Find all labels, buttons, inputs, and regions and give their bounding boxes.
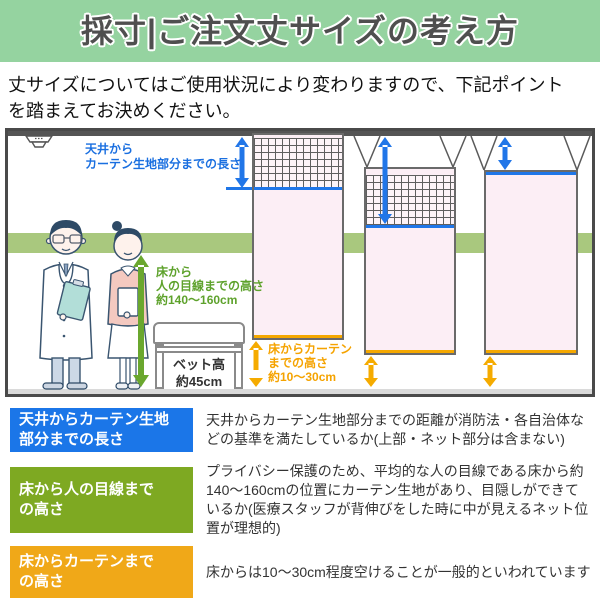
curtain-hung-with-net	[364, 167, 456, 355]
bed-height-line-1: ベット高	[172, 357, 225, 372]
eye-height-measure-label: 床から 人の目線までの高さ 約140〜160cm	[156, 265, 264, 307]
floor-gap-line-3: 約10〜30cm	[268, 370, 337, 384]
point-row-ceiling-length: 天井からカーテン生地 部分までの長さ 天井からカーテン生地部分までの距離が消防法…	[10, 408, 591, 452]
eye-height-line-2: 人の目線までの高さ	[156, 279, 265, 293]
point-label-line: 部分までの長さ	[19, 431, 125, 448]
point-row-floor-gap: 床からカーテンまで の高さ 床からは10〜30cm程度空けることが一般的といわれ…	[10, 546, 591, 598]
bed-leg-left	[155, 344, 164, 389]
curtain-hanger-lines	[353, 135, 591, 171]
nurse-figure	[107, 221, 149, 390]
clipboard	[56, 279, 91, 321]
floor-strip	[8, 389, 592, 394]
floor-gap-arrow-1	[249, 341, 263, 387]
bed-leg-right	[234, 344, 243, 389]
curtain-fabric-section	[486, 175, 576, 350]
points-list: 天井からカーテン生地 部分までの長さ 天井からカーテン生地部分までの距離が消防法…	[10, 408, 591, 598]
floor-gap-line-1: 床からカーテン	[268, 342, 353, 356]
point-label-ceiling-length: 天井からカーテン生地 部分までの長さ	[10, 408, 193, 452]
intro-line-1: 丈サイズについてはご使用状況により変わりますので、下記ポイント	[8, 75, 564, 95]
floor-gap-arrow-2	[364, 356, 378, 387]
doctor-nurse-illustration	[39, 220, 149, 390]
floor-gap-arrow-3	[483, 356, 497, 387]
net-bottom-reference-line	[226, 187, 252, 190]
eye-height-line-3: 約140〜160cm	[156, 293, 238, 307]
eye-height-line-1: 床から	[156, 265, 193, 279]
curtain-bottom-edge	[366, 350, 454, 353]
curtain-net-section	[254, 138, 342, 190]
curtain-hung-without-net	[484, 170, 578, 355]
point-label-line: 床から人の目線まで	[19, 481, 155, 498]
bed-seat	[153, 322, 245, 344]
ceiling-measure-line-2: カーテン生地部分までの長さ	[85, 157, 242, 171]
intro-text: 丈サイズについてはご使用状況により変わりますので、下記ポイント を踏まえてお決め…	[8, 72, 594, 124]
bed-height-label: ベット高 約45cm	[153, 356, 245, 390]
smoke-detector-icon	[24, 135, 54, 148]
curtain-fabric-section	[254, 190, 342, 335]
point-description: 床からは10〜30cm程度空けることが一般的といわれています	[206, 563, 591, 580]
curtain-bottom-edge	[254, 335, 342, 338]
curtain-top-edge	[486, 172, 576, 175]
floor-gap-line-2: までの高さ	[268, 356, 329, 370]
curtain-bottom-edge	[486, 350, 576, 353]
bed-crossbar	[155, 346, 243, 353]
page-title: 採寸|ご注文丈サイズの考え方	[81, 13, 519, 49]
point-label-floor-gap: 床からカーテンまで の高さ	[10, 546, 193, 598]
ceiling-length-arrow-3	[498, 137, 512, 170]
header-banner: 採寸|ご注文丈サイズの考え方	[0, 0, 600, 62]
curtain-fabric-section	[366, 228, 454, 350]
intro-line-2: を踏まえてお決めください。	[8, 101, 241, 121]
ceiling-measure-label: 天井から カーテン生地部分までの長さ	[85, 142, 241, 172]
point-description: プライバシー保護のため、平均的な人の目線である床から約140〜160cmの位置に…	[206, 463, 589, 536]
point-description: 天井からカーテン生地部分までの距離が消防法・各自治体などの基準を満たしているか(…	[206, 412, 584, 447]
point-label-line: の高さ	[19, 573, 65, 590]
point-label-line: の高さ	[19, 501, 65, 518]
doctor-figure	[39, 220, 93, 390]
bed-height-line-2: 約45cm	[175, 374, 223, 389]
measurement-diagram: ベット高 約45cm	[5, 128, 595, 397]
curtain-top-band	[254, 135, 342, 138]
curtain-net-section	[366, 175, 454, 228]
curtain-ceiling-attached	[252, 133, 344, 340]
point-label-line: 床からカーテンまで	[19, 553, 155, 570]
point-label-line: 天井からカーテン生地	[19, 411, 170, 428]
curtain-top-band	[366, 169, 454, 175]
floor-gap-measure-label: 床からカーテン までの高さ 約10〜30cm	[268, 342, 352, 384]
ceiling-measure-line-1: 天井から	[85, 142, 134, 156]
point-row-eye-height: 床から人の目線まで の高さ プライバシー保護のため、平均的な人の目線である床から…	[10, 462, 591, 538]
point-label-eye-height: 床から人の目線まで の高さ	[10, 467, 193, 533]
